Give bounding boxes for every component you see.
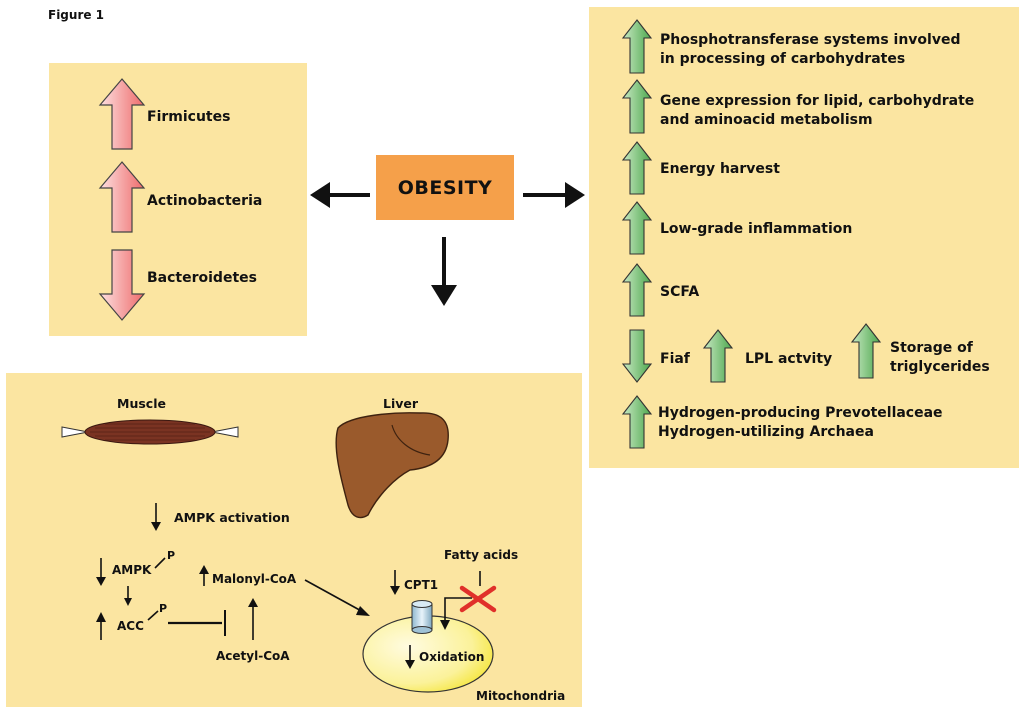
right-panel bbox=[589, 7, 1019, 468]
bacteroidetes-label: Bacteroidetes bbox=[147, 270, 257, 286]
lpl-up-arrow bbox=[702, 329, 734, 383]
figure-label: Figure 1 bbox=[48, 8, 105, 22]
arrow-to-left-panel bbox=[310, 182, 370, 208]
right-item-2-line-2: and aminoacid metabolism bbox=[660, 112, 873, 128]
firmicutes-label: Firmicutes bbox=[147, 109, 231, 125]
right-item-4: Low-grade inflammation bbox=[660, 221, 853, 237]
liver-icon bbox=[335, 412, 449, 519]
hydrogen-line-2: Hydrogen-utilizing Archaea bbox=[658, 424, 874, 440]
right-item-2-line-1: Gene expression for lipid, carbohydrate bbox=[660, 93, 975, 109]
arrow-to-right-panel bbox=[523, 182, 585, 208]
up-arrow-5 bbox=[621, 263, 653, 317]
inhibition-cross-icon bbox=[459, 585, 497, 613]
obesity-box: OBESITY bbox=[376, 155, 514, 220]
bacteroidetes-down-arrow bbox=[98, 249, 146, 321]
ampk-activation-label: AMPK activation bbox=[174, 510, 290, 525]
arrow-to-bottom-panel bbox=[431, 237, 457, 306]
cpt1-label: CPT1 bbox=[404, 578, 439, 592]
up-arrow-3 bbox=[621, 141, 653, 195]
fiaf-down-arrow bbox=[621, 329, 653, 383]
storage-label-line-2: triglycerides bbox=[890, 359, 990, 375]
up-arrow-last bbox=[621, 395, 653, 449]
acc-label: ACC bbox=[117, 619, 144, 633]
cpt1-transporter-icon bbox=[411, 600, 433, 634]
muscle-icon bbox=[61, 419, 239, 445]
oxidation-label: Oxidation bbox=[419, 650, 485, 664]
ampk-label: AMPK bbox=[112, 563, 152, 577]
up-arrow-2 bbox=[621, 79, 653, 134]
right-item-1-line-1: Phosphotransferase systems involved bbox=[660, 32, 961, 48]
left-panel bbox=[49, 63, 307, 336]
acc-phosphate-label: P bbox=[159, 602, 168, 615]
storage-up-arrow bbox=[850, 323, 882, 379]
fatty-acids-label: Fatty acids bbox=[444, 548, 519, 562]
right-item-1-line-2: in processing of carbohydrates bbox=[660, 51, 906, 67]
liver-label: Liver bbox=[383, 396, 419, 411]
mitochondria-label: Mitochondria bbox=[476, 689, 566, 703]
lpl-label: LPL actvity bbox=[745, 351, 833, 367]
actinobacteria-label: Actinobacteria bbox=[147, 193, 263, 209]
actinobacteria-up-arrow bbox=[98, 161, 146, 233]
up-arrow-4 bbox=[621, 201, 653, 255]
right-item-3: Energy harvest bbox=[660, 161, 780, 177]
firmicutes-up-arrow bbox=[98, 78, 146, 150]
acetyl-coa-label: Acetyl-CoA bbox=[216, 649, 290, 663]
storage-label-line-1: Storage of bbox=[890, 340, 973, 356]
malonyl-coa-label: Malonyl-CoA bbox=[212, 572, 297, 586]
hydrogen-line-1: Hydrogen-producing Prevotellaceae bbox=[658, 405, 943, 421]
muscle-label: Muscle bbox=[117, 396, 166, 411]
right-item-5: SCFA bbox=[660, 284, 700, 300]
fiaf-label: Fiaf bbox=[660, 351, 690, 367]
ampk-phosphate-label: P bbox=[167, 549, 176, 562]
up-arrow-1 bbox=[621, 19, 653, 74]
